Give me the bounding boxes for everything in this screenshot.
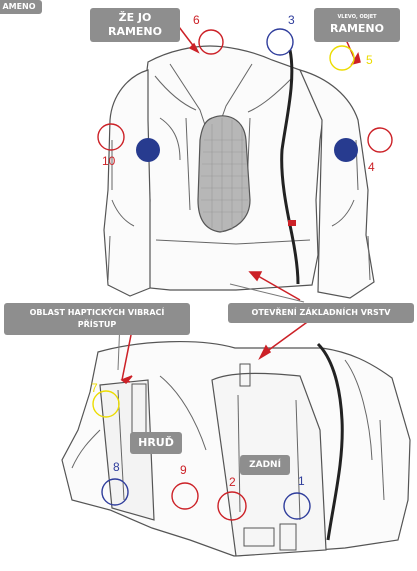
left-shoulder-label-right: VLEVO, ODJET RAMENO xyxy=(314,8,400,42)
right-filled-dot xyxy=(334,138,358,162)
clipped-label-text: AMENO xyxy=(0,0,42,14)
marker-5-circle xyxy=(330,46,354,70)
left-filled-dot xyxy=(136,138,160,162)
marker-number-4: 4 xyxy=(368,160,375,174)
marker-number-10: 10 xyxy=(102,154,115,168)
label-line-2: PŘÍSTUP xyxy=(4,319,190,331)
right-shoulder-label-left: ŽE JO RAMENO xyxy=(90,8,180,42)
marker-number-8: 8 xyxy=(113,460,120,474)
label-text: OTEVŘENÍ ZÁKLADNÍCH VRSTV xyxy=(228,303,414,323)
label-line-1: ŽE JO xyxy=(90,11,180,25)
label-line-1: VLEVO, ODJET xyxy=(314,12,400,22)
chest-mesh-panel xyxy=(198,116,250,232)
front-brand-tag xyxy=(288,220,296,226)
label-line-2: RAMENO xyxy=(314,22,400,36)
marker-number-7: 7 xyxy=(91,381,98,395)
marker-number-6: 6 xyxy=(193,13,200,27)
label-line-2: RAMENO xyxy=(90,25,180,39)
marker-number-5: 5 xyxy=(366,53,373,67)
chest-label: HRUĎ xyxy=(130,432,182,454)
label-line-1: OBLAST HAPTICKÝCH VIBRACÍ xyxy=(4,307,190,319)
haptic-area-label: OBLAST HAPTICKÝCH VIBRACÍ PŘÍSTUP xyxy=(4,303,190,335)
marker-number-3: 3 xyxy=(288,13,295,27)
marker-number-2: 2 xyxy=(229,475,236,489)
clipped-label-top-left: AMENO xyxy=(0,0,42,14)
back-label: ZADNÍ xyxy=(240,455,290,475)
open-jacket-illustration xyxy=(62,342,410,556)
marker-number-1: 1 xyxy=(298,474,305,488)
marker-number-9: 9 xyxy=(180,463,187,477)
label-text: HRUĎ xyxy=(130,432,182,454)
marker-4-circle xyxy=(368,128,392,152)
label-text: ZADNÍ xyxy=(240,455,290,475)
base-layers-label: OTEVŘENÍ ZÁKLADNÍCH VRSTV xyxy=(228,303,414,323)
marker-3-circle xyxy=(267,29,293,55)
